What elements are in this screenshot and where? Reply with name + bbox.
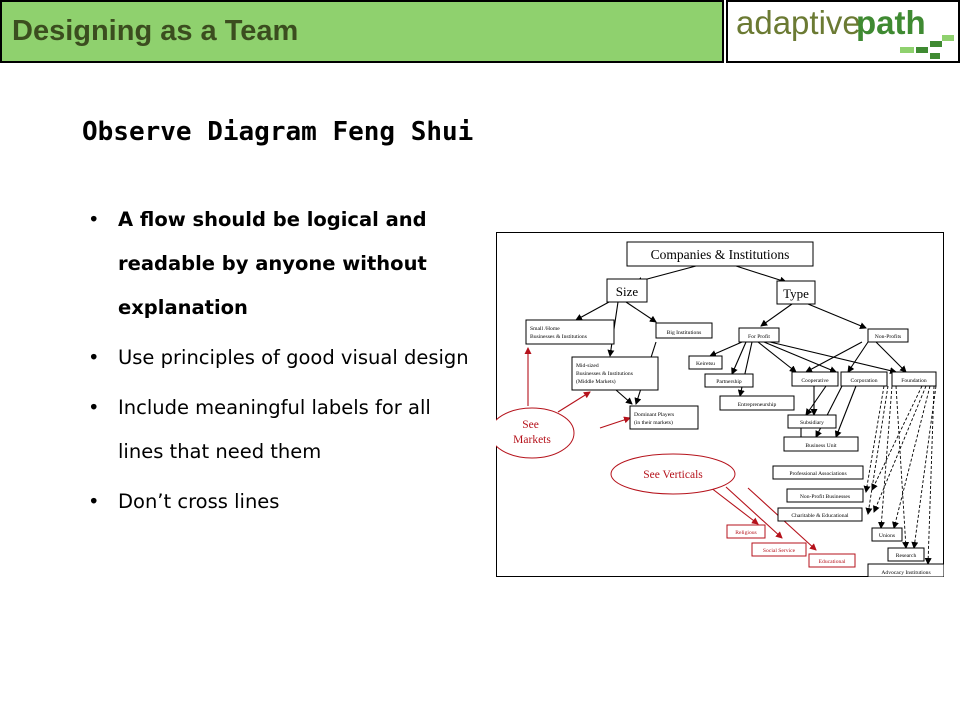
diagram-see-markets-label: See Markets bbox=[513, 419, 551, 446]
diagram-cooperative-label: Cooperative bbox=[801, 378, 829, 384]
page-title: Observe Diagram Feng Shui bbox=[82, 117, 474, 147]
diagram-small-home-label: Small /Home Businesses & Institutions bbox=[530, 326, 587, 340]
diagram-social-service-label: Social Service bbox=[763, 548, 796, 554]
bullet-list: A flow should be logical and readable by… bbox=[88, 198, 478, 530]
org-type-diagram: Companies & Institutions Size Type Small… bbox=[496, 232, 944, 577]
diagram-advocacy-institutions-label: Advocacy Institutions bbox=[881, 570, 930, 576]
bullet-item: Use principles of good visual design bbox=[88, 336, 478, 380]
diagram-foundation-label: Foundation bbox=[901, 378, 927, 384]
diagram-subsidiary-label: Subsidiary bbox=[800, 420, 824, 426]
bullet-item: Don’t cross lines bbox=[88, 480, 478, 524]
diagram-educational-label: Educational bbox=[819, 559, 846, 565]
header-title: Designing as a Team bbox=[12, 15, 299, 47]
diagram-religious-label: Religious bbox=[735, 530, 756, 536]
logo-word-path: path bbox=[856, 4, 926, 41]
diagram-dominant-players-label: Dominant Players (in their markets) bbox=[634, 412, 676, 426]
diagram-keiretsu-label: Keiretsu bbox=[696, 361, 715, 367]
diagram-professional-associations-label: Professional Associations bbox=[789, 470, 846, 477]
diagram-business-unit-label: Business Unit bbox=[805, 443, 837, 449]
diagram-unions-label: Unions bbox=[879, 533, 895, 539]
diagram-charitable-educational-label: Charitable & Educational bbox=[791, 513, 849, 519]
diagram-research-label: Research bbox=[896, 553, 917, 559]
diagram-type-label: Type bbox=[783, 286, 809, 301]
diagram-non-profit-businesses-label: Non-Profit Businesses bbox=[800, 493, 850, 500]
diagram-size-label: Size bbox=[616, 284, 639, 299]
diagram-root-label: Companies & Institutions bbox=[651, 247, 790, 262]
bullet-item: A flow should be logical and readable by… bbox=[88, 198, 478, 330]
logo: adaptive path bbox=[726, 0, 960, 63]
diagram-mid-sized-label: Mid-sized Businesses & Institutions (Mid… bbox=[576, 363, 634, 385]
diagram-entrepreneurship-label: Entrepreneurship bbox=[738, 402, 777, 408]
diagram-for-profit-label: For Profit bbox=[748, 333, 770, 340]
logo-word-adaptive: adaptive bbox=[736, 4, 861, 41]
diagram-corporation-label: Corporation bbox=[850, 378, 877, 384]
diagram-big-institutions-label: Big Institutions bbox=[667, 330, 702, 336]
header-banner: Designing as a Team bbox=[0, 0, 724, 63]
logo-mark-icon bbox=[900, 35, 954, 59]
diagram-partnership-label: Partnership bbox=[716, 379, 742, 385]
diagram-non-profits-label: Non-Profits bbox=[875, 333, 901, 340]
bullet-item: Include meaningful labels for all lines … bbox=[88, 386, 478, 474]
diagram-see-verticals-label: See Verticals bbox=[643, 469, 703, 481]
